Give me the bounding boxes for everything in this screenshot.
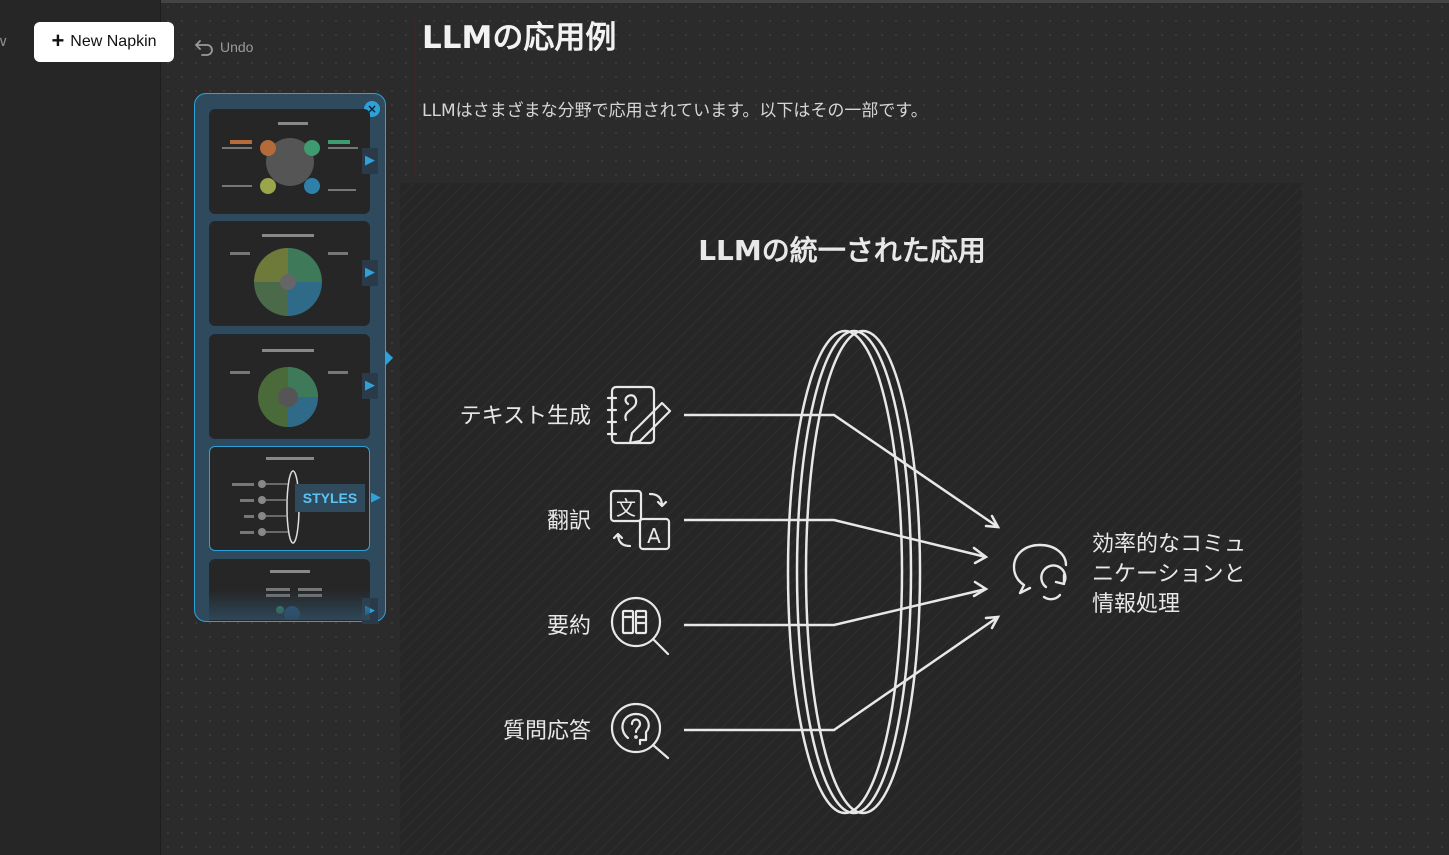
input-label-summary: 要約	[547, 614, 591, 639]
connector-lines	[684, 413, 999, 732]
style-preview-5	[266, 570, 322, 622]
svg-text:A: A	[647, 524, 661, 548]
diagram-title: LLMの統一された応用	[698, 234, 986, 267]
top-border	[161, 0, 1449, 3]
llm-diagram[interactable]: LLMの統一された応用 テキスト生成 翻訳 要約 質問応答 文 A	[400, 183, 1302, 855]
style-preview-3	[230, 349, 348, 427]
plus-icon: +	[51, 28, 65, 53]
input-label-translation: 翻訳	[547, 509, 591, 534]
translation-icon: 文 A	[609, 489, 671, 551]
undo-button[interactable]: Undo	[194, 36, 253, 58]
style-1-play-icon[interactable]: ▶	[362, 148, 378, 174]
undo-icon	[195, 40, 213, 56]
style-2-play-icon[interactable]: ▶	[362, 260, 378, 286]
style-thumbnail-3[interactable]	[209, 334, 370, 439]
left-sidebar: ∨	[0, 0, 161, 855]
style-preview-4	[232, 457, 314, 544]
style-5-play-icon[interactable]: ▶	[362, 598, 378, 624]
text-generation-icon	[606, 385, 672, 445]
undo-label: Undo	[220, 39, 254, 55]
question-answer-icon	[610, 702, 670, 760]
output-label-line-1: 効率的なコミュ	[1092, 532, 1246, 557]
lens-shape	[786, 329, 922, 815]
summary-icon	[610, 596, 670, 656]
new-napkin-button[interactable]: + New Napkin	[34, 22, 174, 62]
style-preview-2	[230, 234, 348, 316]
style-thumbnail-2[interactable]	[209, 221, 370, 326]
graphic-frame[interactable]	[400, 183, 1302, 855]
svg-text:文: 文	[616, 496, 636, 520]
page-body-text[interactable]: LLMはさまざまな分野で応用されています。以下はその一部です。	[422, 101, 928, 121]
arrow-heads	[972, 514, 1001, 630]
page-title[interactable]: LLMの応用例	[422, 20, 617, 56]
communication-cycle-icon	[1012, 543, 1068, 601]
new-napkin-label: New Napkin	[70, 33, 157, 50]
output-label-line-2: ニケーションと	[1092, 562, 1246, 587]
style-thumbnail-5[interactable]	[209, 559, 370, 622]
sidebar-edge-icon: ∨	[0, 34, 9, 50]
styles-label[interactable]: STYLES	[295, 484, 365, 512]
input-label-question-answer: 質問応答	[503, 719, 591, 744]
style-4-play-icon[interactable]: ▶	[371, 490, 381, 505]
input-label-text-generation: テキスト生成	[460, 404, 591, 429]
style-3-play-icon[interactable]: ▶	[362, 373, 378, 399]
style-thumbnail-1[interactable]	[209, 109, 370, 214]
style-preview-1	[222, 122, 358, 194]
title-divider	[414, 20, 415, 175]
output-label-line-3: 情報処理	[1092, 592, 1180, 617]
panel-pointer	[386, 351, 393, 365]
